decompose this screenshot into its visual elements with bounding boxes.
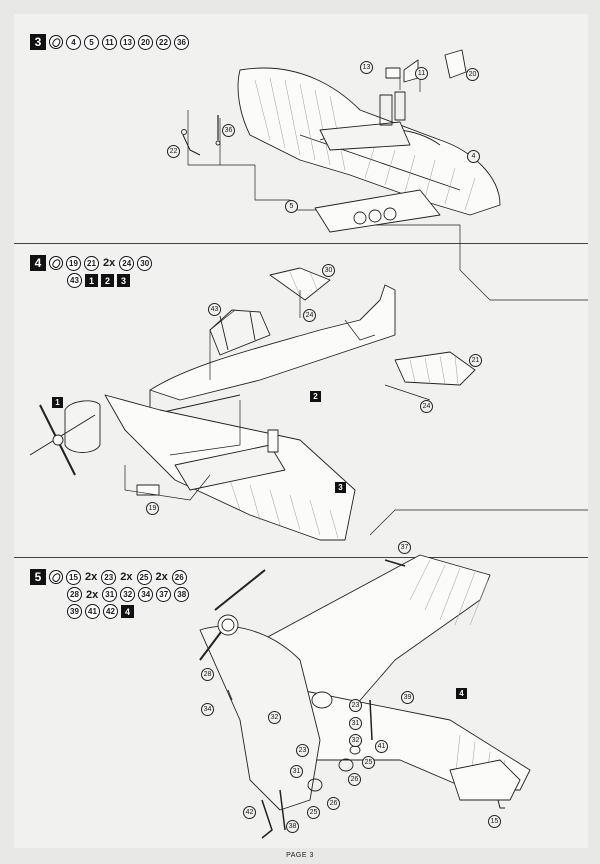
quantity: 2x	[155, 571, 168, 583]
part-number: 23	[101, 569, 117, 585]
callout-part-28: 28	[201, 668, 214, 681]
step-3-header: 3 4 5 11 13 20 22 36	[30, 34, 189, 50]
part-number: 38	[174, 587, 190, 602]
part-number: 39	[67, 604, 82, 619]
part-number: 26	[171, 569, 187, 585]
subassembly-marker-4: 4	[456, 688, 467, 699]
part-number: 19	[66, 255, 81, 271]
callout-part-24: 24	[420, 400, 433, 413]
part-number: 5	[84, 34, 99, 50]
cement-icon	[49, 35, 63, 49]
callout-part-4: 4	[467, 150, 480, 163]
part-number: 13	[120, 34, 135, 50]
callout-part-32: 32	[349, 734, 362, 747]
part-number: 20	[138, 34, 153, 50]
callout-part-37: 37	[398, 541, 411, 554]
part-number: 34	[138, 587, 154, 602]
callout-part-13: 13	[360, 61, 373, 74]
callout-part-15: 15	[488, 815, 501, 828]
callout-part-24: 24	[303, 309, 316, 322]
subassembly-marker-3: 3	[335, 482, 346, 493]
cement-icon	[49, 570, 63, 584]
part-number: 22	[156, 34, 171, 50]
callout-part-25: 25	[307, 806, 320, 819]
callout-part-20: 20	[466, 68, 479, 81]
step-divider-2	[14, 557, 588, 558]
part-number: 41	[85, 604, 100, 619]
callout-part-26: 26	[327, 797, 340, 810]
quantity: 2x	[103, 257, 116, 269]
step-divider-1	[14, 243, 588, 244]
callout-part-39: 39	[401, 691, 414, 704]
subassembly-marker: 4	[121, 605, 134, 618]
fuselage-drawing	[29, 267, 476, 541]
part-number: 37	[156, 587, 172, 602]
callout-part-26: 26	[348, 773, 361, 786]
callout-part-31: 31	[349, 717, 362, 730]
part-number: 21	[84, 255, 99, 271]
callout-part-11: 11	[415, 67, 428, 80]
callout-part-36: 36	[222, 124, 235, 137]
callout-part-32: 32	[268, 711, 281, 724]
part-number: 31	[102, 587, 118, 602]
cement-icon	[49, 256, 63, 270]
part-number: 42	[103, 604, 118, 619]
callout-part-42: 42	[243, 806, 256, 819]
step-4-header: 4 19 21 2x 24 30 43 1 2 3	[30, 255, 153, 288]
callout-part-31: 31	[290, 765, 303, 778]
step-number: 5	[30, 569, 46, 585]
callout-part-5: 5	[285, 200, 298, 213]
subassembly-marker: 3	[117, 274, 130, 287]
subassembly-marker: 2	[101, 274, 114, 287]
callout-part-21: 21	[469, 354, 482, 367]
step-5-header: 5 15 2x 23 2x 25 2x 26 28 2x 31 32 34 37…	[30, 569, 190, 619]
callout-part-19: 19	[146, 502, 159, 515]
part-number: 15	[66, 569, 81, 585]
subassembly-marker-2: 2	[310, 391, 321, 402]
callout-part-38: 38	[286, 820, 299, 833]
part-number: 28	[67, 587, 82, 602]
callout-part-34: 34	[201, 703, 214, 716]
part-number: 30	[137, 255, 153, 271]
callout-part-25: 25	[362, 756, 375, 769]
upper-wing-drawing	[199, 554, 531, 839]
step-number: 4	[30, 255, 46, 271]
subassembly-marker: 1	[85, 274, 98, 287]
callout-part-23: 23	[349, 699, 362, 712]
lower-wing-drawing	[237, 67, 501, 216]
callout-part-43: 43	[208, 303, 221, 316]
part-number: 24	[119, 255, 135, 271]
part-number: 11	[102, 34, 117, 50]
callout-part-22: 22	[167, 145, 180, 158]
part-number: 4	[66, 34, 81, 50]
part-number: 25	[136, 569, 152, 585]
quantity: 2x	[120, 571, 133, 583]
callout-part-23: 23	[296, 744, 309, 757]
callout-part-41: 41	[375, 740, 388, 753]
step-number: 3	[30, 34, 46, 50]
part-number: 43	[67, 273, 82, 288]
callout-part-30: 30	[322, 264, 335, 277]
subassembly-marker-1: 1	[52, 397, 63, 408]
quantity: 2x	[86, 588, 99, 601]
part-number: 32	[120, 587, 136, 602]
quantity: 2x	[85, 571, 98, 583]
page-footer: PAGE 3	[286, 852, 314, 859]
part-number: 36	[174, 34, 189, 50]
